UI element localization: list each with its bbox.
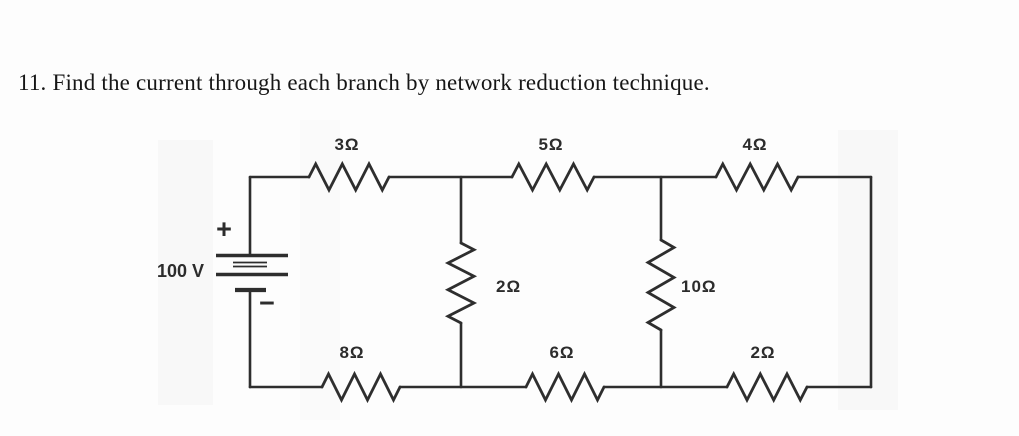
resistor-label-8ohm: 8Ω bbox=[339, 343, 364, 362]
battery-symbol bbox=[216, 253, 288, 293]
resistor-2ohm-bottom bbox=[725, 370, 809, 404]
resistor-label-4ohm: 4Ω bbox=[742, 135, 767, 154]
voltage-source-label: 100 V bbox=[157, 261, 204, 281]
problem-title: 11. Find the current through each branch… bbox=[18, 70, 710, 95]
resistor-4ohm bbox=[714, 160, 800, 194]
resistor-label-3ohm: 3Ω bbox=[334, 135, 359, 154]
component-labels: 3Ω 5Ω 4Ω 2Ω 10Ω 8Ω 6Ω 2Ω 100 V + − bbox=[157, 135, 775, 362]
resistor-label-6ohm: 6Ω bbox=[549, 343, 574, 362]
plus-sign: + bbox=[216, 214, 232, 244]
wires bbox=[248, 175, 873, 389]
resistor-label-5ohm: 5Ω bbox=[538, 135, 563, 154]
resistor-6ohm bbox=[524, 370, 606, 404]
resistor-8ohm bbox=[320, 370, 402, 404]
resistor-label-2ohm-middle: 2Ω bbox=[496, 277, 521, 296]
resistor-5ohm bbox=[510, 160, 596, 194]
resistor-label-10ohm: 10Ω bbox=[681, 277, 717, 296]
resistor-10ohm bbox=[645, 238, 677, 332]
circuit-lines bbox=[216, 160, 873, 404]
resistor-3ohm bbox=[307, 160, 391, 194]
resistor-2ohm-middle bbox=[444, 241, 478, 325]
minus-sign: − bbox=[259, 288, 275, 318]
resistor-label-2ohm-bottom: 2Ω bbox=[750, 343, 775, 362]
